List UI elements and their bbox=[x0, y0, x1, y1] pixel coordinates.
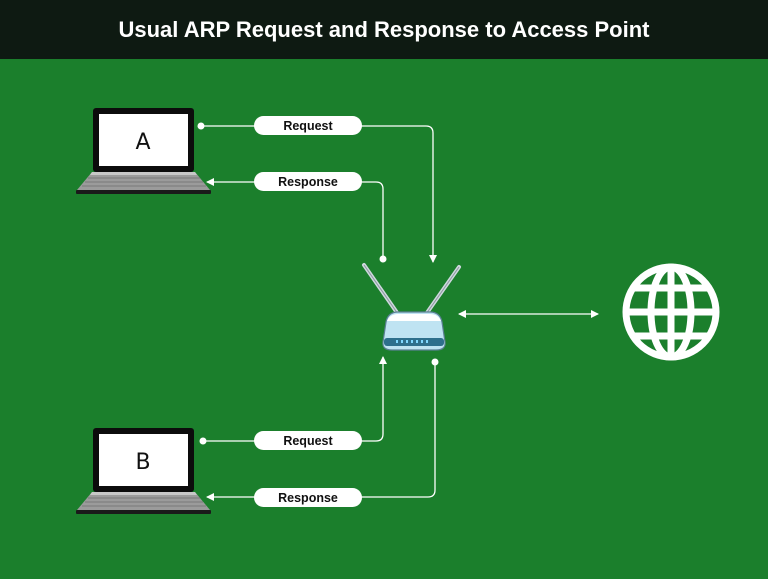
b-response-start-dot bbox=[431, 358, 439, 366]
laptop-b-label: B bbox=[135, 450, 150, 475]
b-response-label: Response bbox=[278, 491, 338, 505]
a-request-label: Request bbox=[283, 119, 333, 133]
wifi-router-icon bbox=[362, 263, 461, 351]
a-response-label: Response bbox=[278, 175, 338, 189]
a-response-start-dot bbox=[379, 255, 387, 263]
b-request-line bbox=[203, 356, 387, 442]
title-bar: Usual ARP Request and Response to Access… bbox=[0, 0, 768, 59]
b-request-label: Request bbox=[283, 434, 333, 448]
globe-icon bbox=[622, 263, 720, 361]
laptop-icon bbox=[76, 428, 211, 514]
b-response-line bbox=[206, 362, 436, 501]
a-request-start-dot bbox=[197, 122, 205, 130]
laptop-a: A bbox=[76, 108, 211, 194]
laptop-icon bbox=[76, 108, 211, 194]
a-request-line bbox=[201, 125, 437, 263]
laptop-a-label: A bbox=[135, 130, 150, 155]
a-request-pill: Request bbox=[254, 116, 362, 135]
a-response-line bbox=[206, 178, 384, 259]
b-request-pill: Request bbox=[254, 431, 362, 450]
a-response-pill: Response bbox=[254, 172, 362, 191]
b-response-pill: Response bbox=[254, 488, 362, 507]
laptop-b: B bbox=[76, 428, 211, 514]
b-request-start-dot bbox=[199, 437, 207, 445]
diagram-title: Usual ARP Request and Response to Access… bbox=[118, 16, 650, 42]
